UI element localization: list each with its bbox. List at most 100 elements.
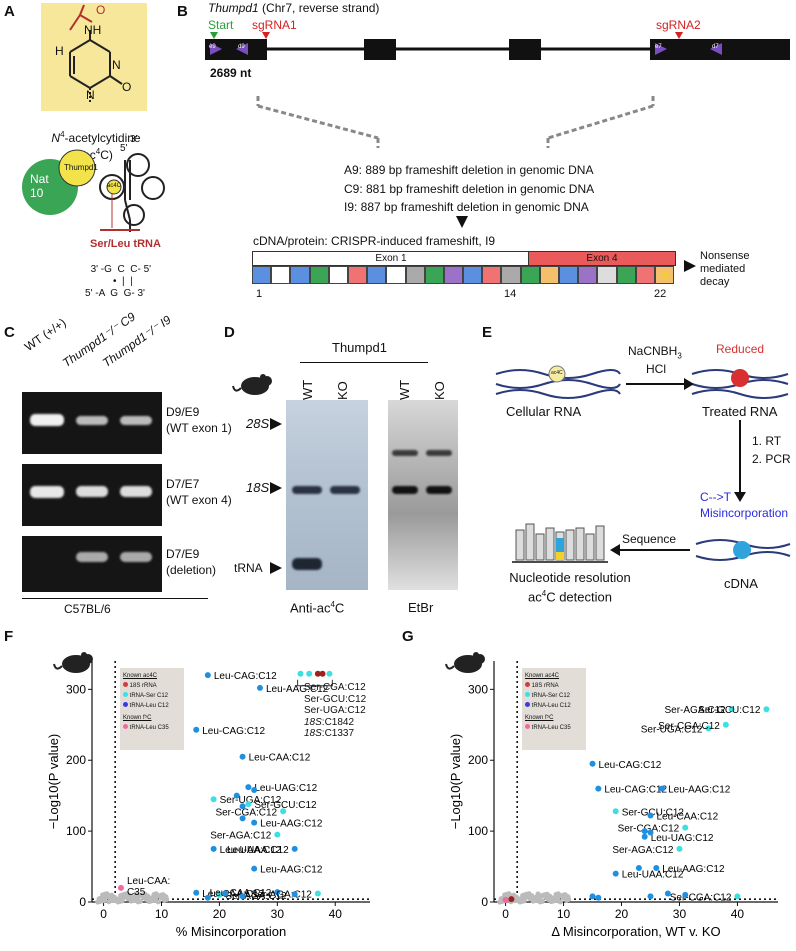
ac4c-structure-box	[41, 3, 147, 111]
panel-label-d: D	[224, 324, 235, 341]
x-tick-label: 20	[213, 907, 227, 921]
data-point	[589, 760, 596, 767]
nucleotide-resolution: Nucleotide resolution ac4C detection	[509, 570, 631, 605]
band	[120, 552, 152, 562]
atom-n2: N	[86, 88, 95, 102]
codon-box	[559, 266, 579, 284]
point-label: Leu-UAA:C12	[622, 870, 684, 881]
point-label: Leu-AAG:C12	[662, 864, 725, 875]
legend-item: 18S rRNA	[525, 681, 583, 691]
background-point	[562, 892, 568, 898]
data-point	[291, 891, 298, 898]
point-label: Leu-UAA:C12	[227, 845, 289, 856]
exon4-box: Exon 4	[528, 251, 676, 266]
primer-d9: d9	[238, 44, 245, 50]
codon-box	[367, 266, 387, 284]
lane-wt: WT (+/+)	[21, 315, 69, 354]
band	[30, 414, 64, 426]
gel-d9e9-label: D9/E9(WT exon 1)	[166, 405, 232, 435]
background-point	[544, 891, 550, 897]
band	[76, 552, 108, 562]
step-pcr: 2. PCR	[752, 452, 791, 466]
blot-label: Anti-ac4C	[290, 600, 345, 616]
background-point	[116, 896, 122, 902]
cdna-title: cDNA/protein: CRISPR-induced frameshift,…	[253, 234, 496, 248]
anti-ac4c-blot	[286, 400, 368, 590]
y-axis-label: −Log10(P value)	[448, 734, 463, 830]
marker-18s: 18S	[246, 480, 270, 495]
band-18s	[426, 486, 452, 494]
misincorporation-2: Misincorporation	[700, 506, 789, 520]
cluster-bracket	[297, 679, 333, 687]
legend-item: tRNA-Leu C35	[525, 723, 583, 733]
legend-item: tRNA-Ser C12	[525, 691, 583, 701]
codon-box	[520, 266, 540, 284]
atom-o2: O	[96, 3, 106, 17]
band	[76, 416, 108, 425]
strain-label: C57BL/6	[64, 602, 111, 616]
data-point	[204, 894, 211, 901]
data-point	[239, 815, 246, 822]
stain-label: EtBr	[408, 600, 434, 615]
point-label: Ser-GCU:C12	[254, 800, 317, 811]
legend-known-fc: Known f⁵C	[123, 715, 152, 721]
data-point	[664, 890, 671, 897]
codon-box	[539, 266, 559, 284]
panel-label-c: C	[4, 324, 15, 341]
x-tick-label: 10	[557, 907, 571, 921]
x-axis-label: Δ Misincorporation, WT v. KO	[551, 924, 720, 939]
d-lane-wt1: WT	[300, 379, 315, 400]
data-point	[297, 670, 304, 677]
data-point	[653, 864, 660, 871]
data-point	[314, 890, 321, 897]
data-point	[239, 803, 246, 810]
gene-title: Thumpd1 (Chr7, reverse strand)	[208, 1, 380, 15]
trna-name: Ser/Leu tRNA	[90, 238, 161, 250]
point-label: Leu-AAG:C12	[260, 819, 323, 830]
panel-label-e: E	[482, 324, 493, 341]
data-point	[245, 784, 252, 791]
y-tick-label: 0	[481, 895, 488, 909]
pos-22: 22	[654, 288, 667, 300]
ac4c-mark: ac4C	[551, 370, 563, 376]
data-point	[647, 893, 654, 900]
data-point	[210, 845, 217, 852]
point-label: Leu-UAA:C12	[220, 845, 282, 856]
point-label: Ser-GCU:C12	[698, 705, 761, 716]
codon-box	[578, 266, 598, 284]
codon-box	[463, 266, 483, 284]
point-label: Ser-AGA:C12	[251, 889, 313, 900]
data-point	[705, 725, 712, 732]
gel-d7e9-label: D7/E9(deletion)	[166, 547, 217, 577]
legend-item: 18S rRNA	[123, 681, 181, 691]
background-point	[104, 891, 110, 897]
point-label: Leu-CAA:C12	[202, 889, 264, 900]
legend-f: Known ac4C 18S rRNA tRNA-Ser C12 tRNA-Le…	[120, 668, 184, 750]
data-point	[595, 894, 602, 901]
atom-n1: N	[112, 58, 121, 72]
data-point	[251, 787, 258, 794]
data-point	[589, 893, 596, 900]
exon1-label: Exon 1	[375, 253, 407, 264]
legend-known-ac4c: Known ac4C	[123, 673, 158, 679]
band-18s	[292, 486, 322, 494]
background-point	[106, 899, 112, 905]
point-label: Leu-CAA:C12	[656, 812, 718, 823]
codon-box	[616, 266, 636, 284]
gel-d7e9	[22, 536, 162, 592]
strain-line	[22, 598, 208, 599]
data-point	[763, 706, 770, 713]
point-label: Leu-UAG:C12	[254, 783, 317, 794]
background-point	[555, 891, 561, 897]
band-18s	[392, 486, 418, 494]
treated-rna-label: Treated RNA	[702, 404, 778, 419]
background-point	[552, 895, 558, 901]
background-point	[534, 894, 540, 900]
x-tick-label: 40	[329, 907, 343, 921]
x-tick-label: 40	[731, 907, 745, 921]
point-label: Leu-CAA:C12	[249, 753, 311, 764]
background-point	[132, 894, 138, 900]
